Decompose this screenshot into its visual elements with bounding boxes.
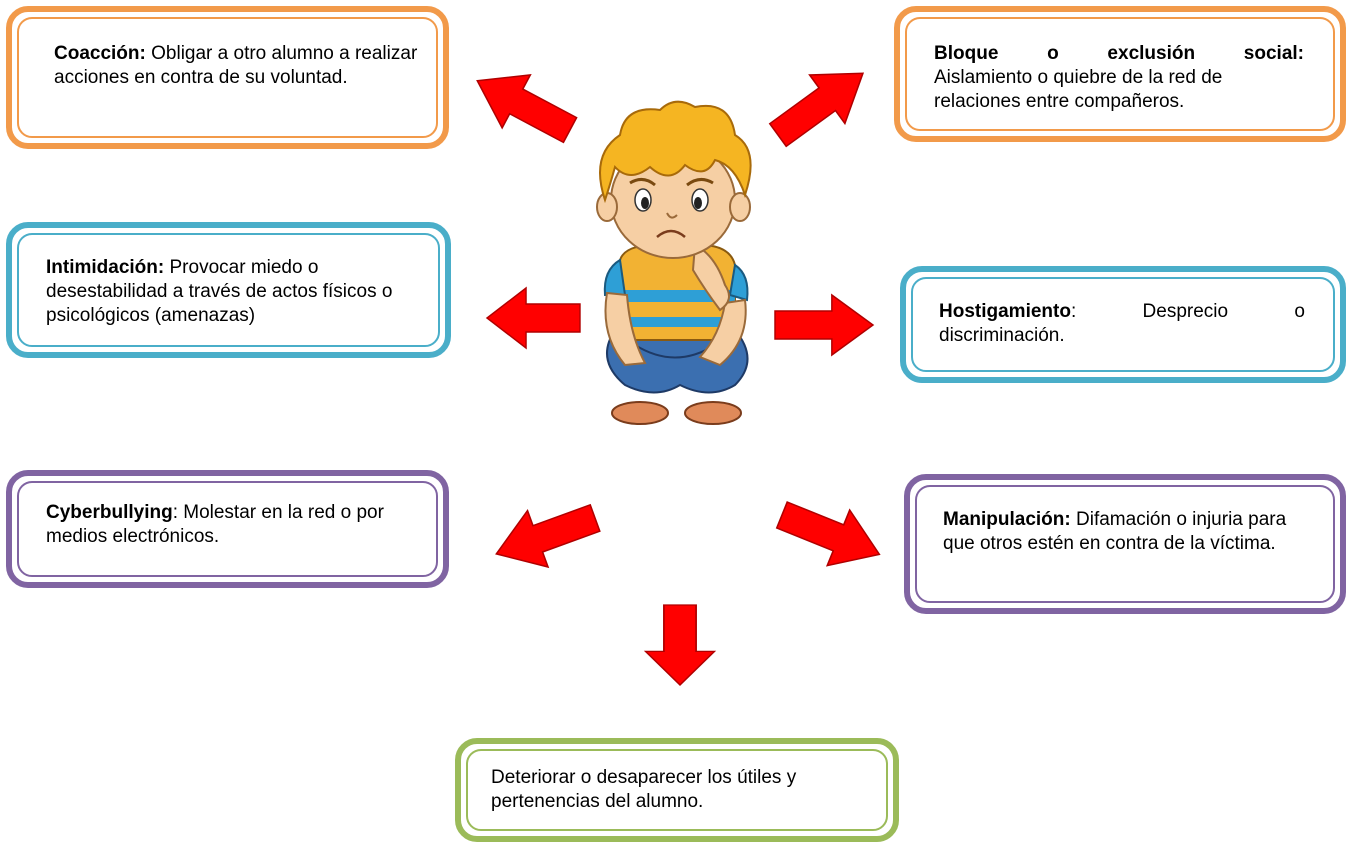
node-manipulacion-desc: Difamación o injuria para que otros esté… (943, 509, 1287, 554)
node-coaccion-text: Coacción: Obligar a otro alumno a realiz… (54, 42, 424, 90)
node-coaccion-term: Coacción: (54, 43, 146, 64)
sad-boy-icon (596, 100, 752, 425)
node-bloque-text: Bloque o exclusión social: Aislamiento o… (934, 42, 1304, 114)
node-intimidacion-desc: Provocar miedo o desestabilidad a través… (46, 257, 393, 326)
node-coaccion: Coacción: Obligar a otro alumno a realiz… (6, 6, 449, 149)
node-hostigamiento-term: Hostigamiento (939, 301, 1071, 322)
node-coaccion-desc: Obligar a otro alumno a realizar accione… (54, 43, 418, 88)
node-cyberbullying-term: Cyberbullying (46, 502, 173, 523)
node-bloque: Bloque o exclusión social: Aislamiento o… (894, 6, 1346, 142)
node-intimidacion-term: Intimidación: (46, 257, 165, 278)
arrow-to-hostigamiento-shape (774, 294, 874, 356)
node-manipulacion-term: Manipulación: (943, 509, 1071, 530)
node-bloque-term: Bloque o exclusión social: (934, 43, 1304, 64)
node-hostigamiento-text: Hostigamiento: Desprecio o discriminació… (939, 301, 1305, 346)
node-cyberbullying-desc: Molestar en la red o por medios electrón… (46, 502, 384, 547)
arrow-to-manipulacion-shape (769, 486, 892, 583)
node-hostigamiento-desc: Desprecio o discriminación. (939, 301, 1305, 346)
node-manipulacion-text: Manipulación: Difamación o injuria para … (943, 508, 1298, 556)
node-intimidacion-text: Intimidación: Provocar miedo o desestabi… (46, 256, 426, 328)
node-deteriorar-desc: Deteriorar o desaparecer los útiles y pe… (491, 767, 797, 812)
node-hostigamiento: Hostigamiento: Desprecio o discriminació… (900, 266, 1346, 383)
node-deteriorar: Deteriorar o desaparecer los útiles y pe… (455, 738, 899, 842)
arrow-to-deteriorar-shape (644, 604, 716, 686)
node-cyberbullying: Cyberbullying: Molestar en la red o por … (6, 470, 449, 588)
arrow-to-intimidacion-shape (486, 287, 581, 349)
arrow-to-bloque-shape (759, 48, 882, 161)
arrow-to-coaccion-shape (462, 53, 585, 158)
node-manipulacion: Manipulación: Difamación o injuria para … (904, 474, 1346, 614)
node-bloque-desc: Aislamiento o quiebre de la red de relac… (934, 67, 1223, 112)
node-cyberbullying-text: Cyberbullying: Molestar en la red o por … (46, 502, 384, 547)
arrow-to-cyberbullying-shape (485, 489, 607, 583)
node-intimidacion: Intimidación: Provocar miedo o desestabi… (6, 222, 451, 358)
